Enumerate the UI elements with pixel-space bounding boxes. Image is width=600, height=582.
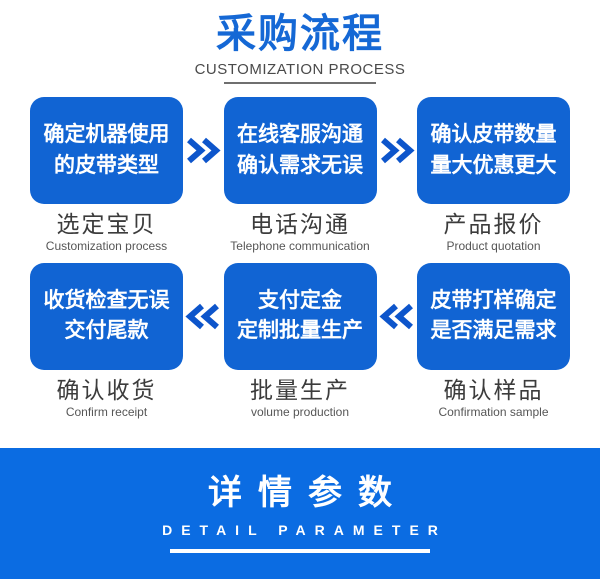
page-header: 采购流程 CUSTOMIZATION PROCESS xyxy=(0,0,600,84)
arrow-left-icon xyxy=(184,303,222,330)
step-caption: 产品报价 Product quotation xyxy=(444,211,544,254)
flow-row-1: 确定机器使用 的皮带类型 选定宝贝 Customization process … xyxy=(30,97,570,254)
step-label-cn: 选定宝贝 xyxy=(56,211,157,237)
step-caption: 电话沟通 Telephone communication xyxy=(230,211,369,254)
flow-box: 确认皮带数量 量大优惠更大 xyxy=(417,97,570,204)
step-caption: 选定宝贝 Customization process xyxy=(46,211,167,254)
step-label-cn: 电话沟通 xyxy=(249,211,350,237)
box-text-line2: 定制批量生产 xyxy=(237,319,363,343)
box-text-line2: 量大优惠更大 xyxy=(430,153,557,177)
box-text-line1: 收货检查无误 xyxy=(43,288,170,312)
box-text-line1: 皮带打样确定 xyxy=(430,288,557,312)
flow-box: 确定机器使用 的皮带类型 xyxy=(30,97,183,204)
step-label-cn: 产品报价 xyxy=(443,211,544,237)
flow-step: 收货检查无误 交付尾款 确认收货 Confirm receipt xyxy=(30,262,183,420)
step-label-en: Customization process xyxy=(45,239,168,254)
box-text-line2: 确认需求无误 xyxy=(237,153,363,177)
flow-step: 皮带打样确定 是否满足需求 确认样品 Confirmation sample xyxy=(417,262,570,420)
step-label-en: Confirm receipt xyxy=(65,405,148,420)
box-text-line1: 支付定金 xyxy=(258,288,342,312)
banner-title: 详情参数 xyxy=(208,473,408,512)
step-caption: 确认样品 Confirmation sample xyxy=(438,377,548,420)
step-label-cn: 批量生产 xyxy=(250,376,350,403)
box-text-line2: 是否满足需求 xyxy=(430,319,557,343)
flow-step: 确认皮带数量 量大优惠更大 产品报价 Product quotation xyxy=(417,97,570,254)
arrow-right-icon xyxy=(184,137,222,164)
flow-step: 在线客服沟通 确认需求无误 电话沟通 Telephone communicati… xyxy=(223,97,377,254)
box-text-line1: 在线客服沟通 xyxy=(237,123,363,147)
arrow-left-icon xyxy=(378,303,416,330)
flow-step: 确定机器使用 的皮带类型 选定宝贝 Customization process xyxy=(30,97,183,254)
process-flow: 确定机器使用 的皮带类型 选定宝贝 Customization process … xyxy=(0,97,600,420)
flow-box: 收货检查无误 交付尾款 xyxy=(30,262,183,370)
step-caption: 批量生产 volume production xyxy=(250,377,350,420)
step-label-en: volume production xyxy=(250,405,350,420)
header-underline xyxy=(224,82,376,84)
banner-subtitle: DETAIL PARAMETER xyxy=(162,522,447,539)
flow-row-2: 收货检查无误 交付尾款 确认收货 Confirm receipt 支付定金 定制… xyxy=(30,262,570,420)
flow-box: 皮带打样确定 是否满足需求 xyxy=(417,262,570,370)
flow-step: 支付定金 定制批量生产 批量生产 volume production xyxy=(223,262,377,420)
arrow-right-icon xyxy=(378,137,416,164)
step-label-cn: 确认样品 xyxy=(443,376,544,403)
box-text-line2: 的皮带类型 xyxy=(54,153,159,177)
banner-underline xyxy=(170,549,430,554)
page-title: 采购流程 xyxy=(216,12,384,56)
flow-box: 在线客服沟通 确认需求无误 xyxy=(223,97,377,204)
step-label-en: Product quotation xyxy=(446,239,541,254)
page-subtitle: CUSTOMIZATION PROCESS xyxy=(194,61,406,78)
step-label-en: Confirmation sample xyxy=(438,405,549,420)
box-text-line1: 确定机器使用 xyxy=(43,123,170,147)
flow-box: 支付定金 定制批量生产 xyxy=(223,262,377,370)
box-text-line1: 确认皮带数量 xyxy=(430,123,557,147)
box-text-line2: 交付尾款 xyxy=(64,319,149,343)
detail-parameter-banner: 详情参数 DETAIL PARAMETER xyxy=(0,448,600,579)
step-caption: 确认收货 Confirm receipt xyxy=(57,377,157,420)
step-label-cn: 确认收货 xyxy=(56,376,157,403)
step-label-en: Telephone communication xyxy=(230,239,370,254)
